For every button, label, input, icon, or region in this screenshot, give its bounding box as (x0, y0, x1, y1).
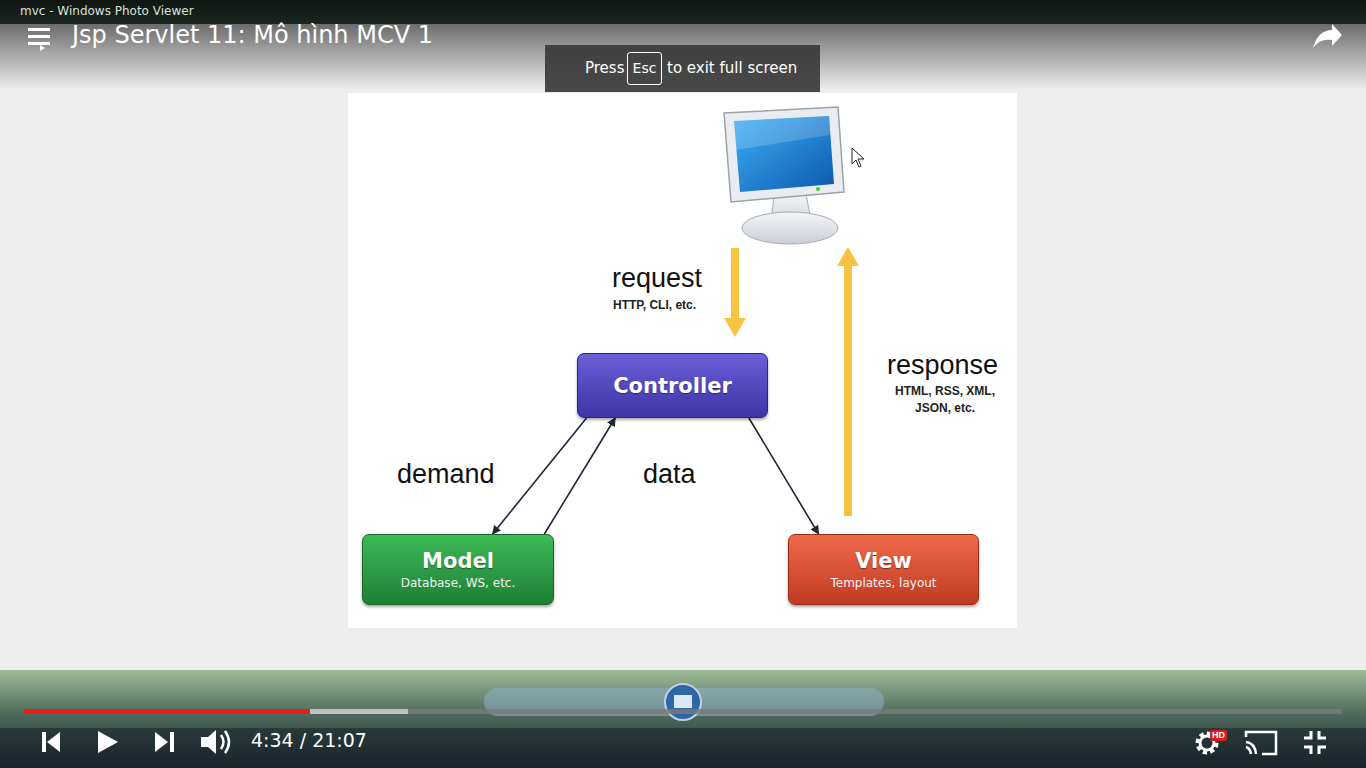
mouse-cursor (852, 148, 864, 167)
slide-panel (348, 93, 1017, 628)
view-box: ViewTemplates, layout (788, 534, 979, 605)
edge-label: demand (397, 459, 495, 490)
notice-box (545, 45, 820, 92)
player-bottom-band (0, 670, 1366, 768)
video-title: Jsp Servlet 11: Mô hình MCV 1 (72, 21, 433, 49)
edge-label: data (643, 459, 696, 490)
notice-text: Press (585, 59, 624, 77)
notice-text: to exit full screen (667, 59, 797, 77)
arrow-sublabel: HTTP, CLI, etc. (613, 298, 696, 312)
computer-monitor (724, 107, 844, 244)
controller-box: Controller (577, 353, 768, 418)
box-heading: View (855, 549, 912, 573)
flow-arrow (749, 418, 819, 534)
menu-icon (28, 28, 50, 51)
progress-played (24, 709, 310, 714)
key-cap: Esc (627, 52, 662, 85)
player-controls (42, 730, 229, 754)
arrow-label: response (887, 350, 998, 381)
cast-icon (1246, 732, 1276, 754)
box-heading: Controller (613, 374, 732, 398)
viewer-slideshow-button (665, 684, 701, 720)
flow-arrow (544, 418, 615, 534)
flow-arrow (493, 418, 587, 534)
viewer-slideshow-icon (674, 695, 692, 708)
progress-buffer (24, 709, 408, 714)
hd-badge: HD (1210, 730, 1227, 741)
box-subtext: Database, WS, etc. (401, 576, 516, 590)
request-arrow (724, 248, 746, 337)
box-subtext: Templates, layout (830, 576, 936, 590)
arrow-sublabel: HTML, RSS, XML, JSON, etc. (882, 383, 1008, 417)
share-icon (1313, 24, 1342, 48)
time-display: 4:34 / 21:07 (251, 729, 367, 751)
response-arrow (837, 247, 859, 516)
arrow-label: request (612, 263, 702, 294)
box-heading: Model (422, 549, 494, 573)
progress-track (24, 709, 1342, 714)
model-box: ModelDatabase, WS, etc. (362, 534, 554, 605)
window-title: mvc - Windows Photo Viewer (20, 4, 194, 18)
taskbar (0, 728, 1366, 768)
exit-fullscreen-icon (1304, 731, 1326, 754)
